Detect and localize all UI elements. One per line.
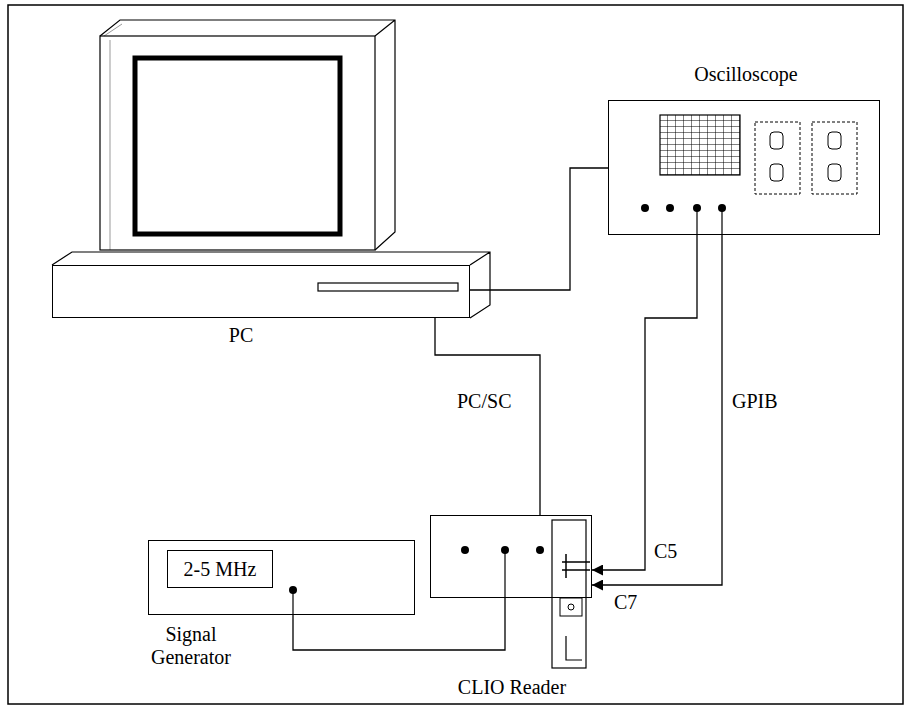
- monitor-edge: [104, 24, 122, 250]
- knob: [828, 164, 841, 181]
- card-chip-dot: [568, 604, 574, 610]
- control-panel: [812, 122, 857, 194]
- socket: [461, 546, 469, 554]
- pc-case-side: [52, 252, 490, 318]
- cable-label: PC/SC: [455, 390, 513, 413]
- wire-stub: [292, 590, 293, 615]
- scope-grid: [660, 115, 740, 175]
- knob: [770, 132, 783, 149]
- monitor-front: [100, 36, 375, 250]
- cable: [592, 235, 697, 570]
- cable: [435, 318, 540, 515]
- wire-stub: [697, 208, 722, 235]
- frame: [8, 5, 903, 704]
- card-contacts: [562, 554, 590, 578]
- knob: [770, 164, 783, 181]
- device-label: Oscilloscope: [666, 63, 826, 86]
- cable-label: GPIB: [730, 390, 780, 413]
- card-bracket: [566, 636, 582, 660]
- socket: [641, 204, 649, 212]
- clio-reader-box: CLIO Reader: [430, 515, 592, 598]
- frequency-display: 2-5 MHz: [167, 550, 273, 588]
- socket: [666, 204, 674, 212]
- control-panel: [755, 122, 800, 194]
- oscilloscope-box: Oscilloscope: [608, 100, 880, 235]
- monitor-screen: [135, 58, 340, 234]
- disk-slot: [318, 283, 458, 291]
- socket: [536, 546, 544, 554]
- cable: [293, 598, 505, 650]
- smart-card: [552, 520, 586, 668]
- device-label: Signal Generator: [136, 623, 246, 669]
- device-label: PC: [201, 324, 281, 347]
- pin-label: C7: [612, 591, 639, 614]
- wire-stub: [504, 550, 505, 598]
- signal-generator-box: Signal Generator2-5 MHz: [148, 540, 415, 615]
- device-label: CLIO Reader: [432, 676, 592, 699]
- display-text: 2-5 MHz: [180, 558, 261, 581]
- pc-case: PC: [52, 265, 470, 318]
- knob: [828, 132, 841, 149]
- cable: [592, 235, 722, 585]
- card-chip: [560, 598, 582, 616]
- cable: [470, 168, 608, 290]
- monitor-back: [100, 20, 395, 250]
- pin-label: C5: [652, 540, 679, 563]
